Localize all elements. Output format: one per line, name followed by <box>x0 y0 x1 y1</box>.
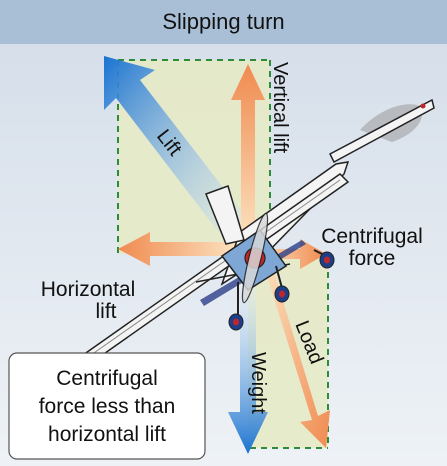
title-bar: Slipping turn <box>0 0 447 44</box>
note-line-2: force less than <box>39 395 176 418</box>
note-line-1: Centrifugal <box>56 367 158 390</box>
horizontal-lift-label-line1: Horizontal <box>41 278 136 301</box>
note-box: Centrifugal force less than horizontal l… <box>8 352 206 460</box>
weight-arrow <box>228 260 268 454</box>
airplane <box>54 98 435 383</box>
load-arrow <box>256 252 330 448</box>
horizontal-lift-label-line2: lift <box>96 300 117 323</box>
centrifugal-force-label-line2: force <box>349 247 396 270</box>
note-line-3: horizontal lift <box>48 423 166 446</box>
vertical-lift-arrow <box>231 64 265 256</box>
horizontal-lift-arrow <box>118 232 246 266</box>
centrifugal-force-label-line1: Centrifugal <box>321 225 423 248</box>
weight-label: Weight <box>247 352 269 414</box>
slipping-turn-diagram: Lift Vertical lift Centrifugal force Hor… <box>0 44 447 466</box>
vertical-lift-label: Vertical lift <box>269 62 291 154</box>
diagram-title: Slipping turn <box>162 9 285 34</box>
